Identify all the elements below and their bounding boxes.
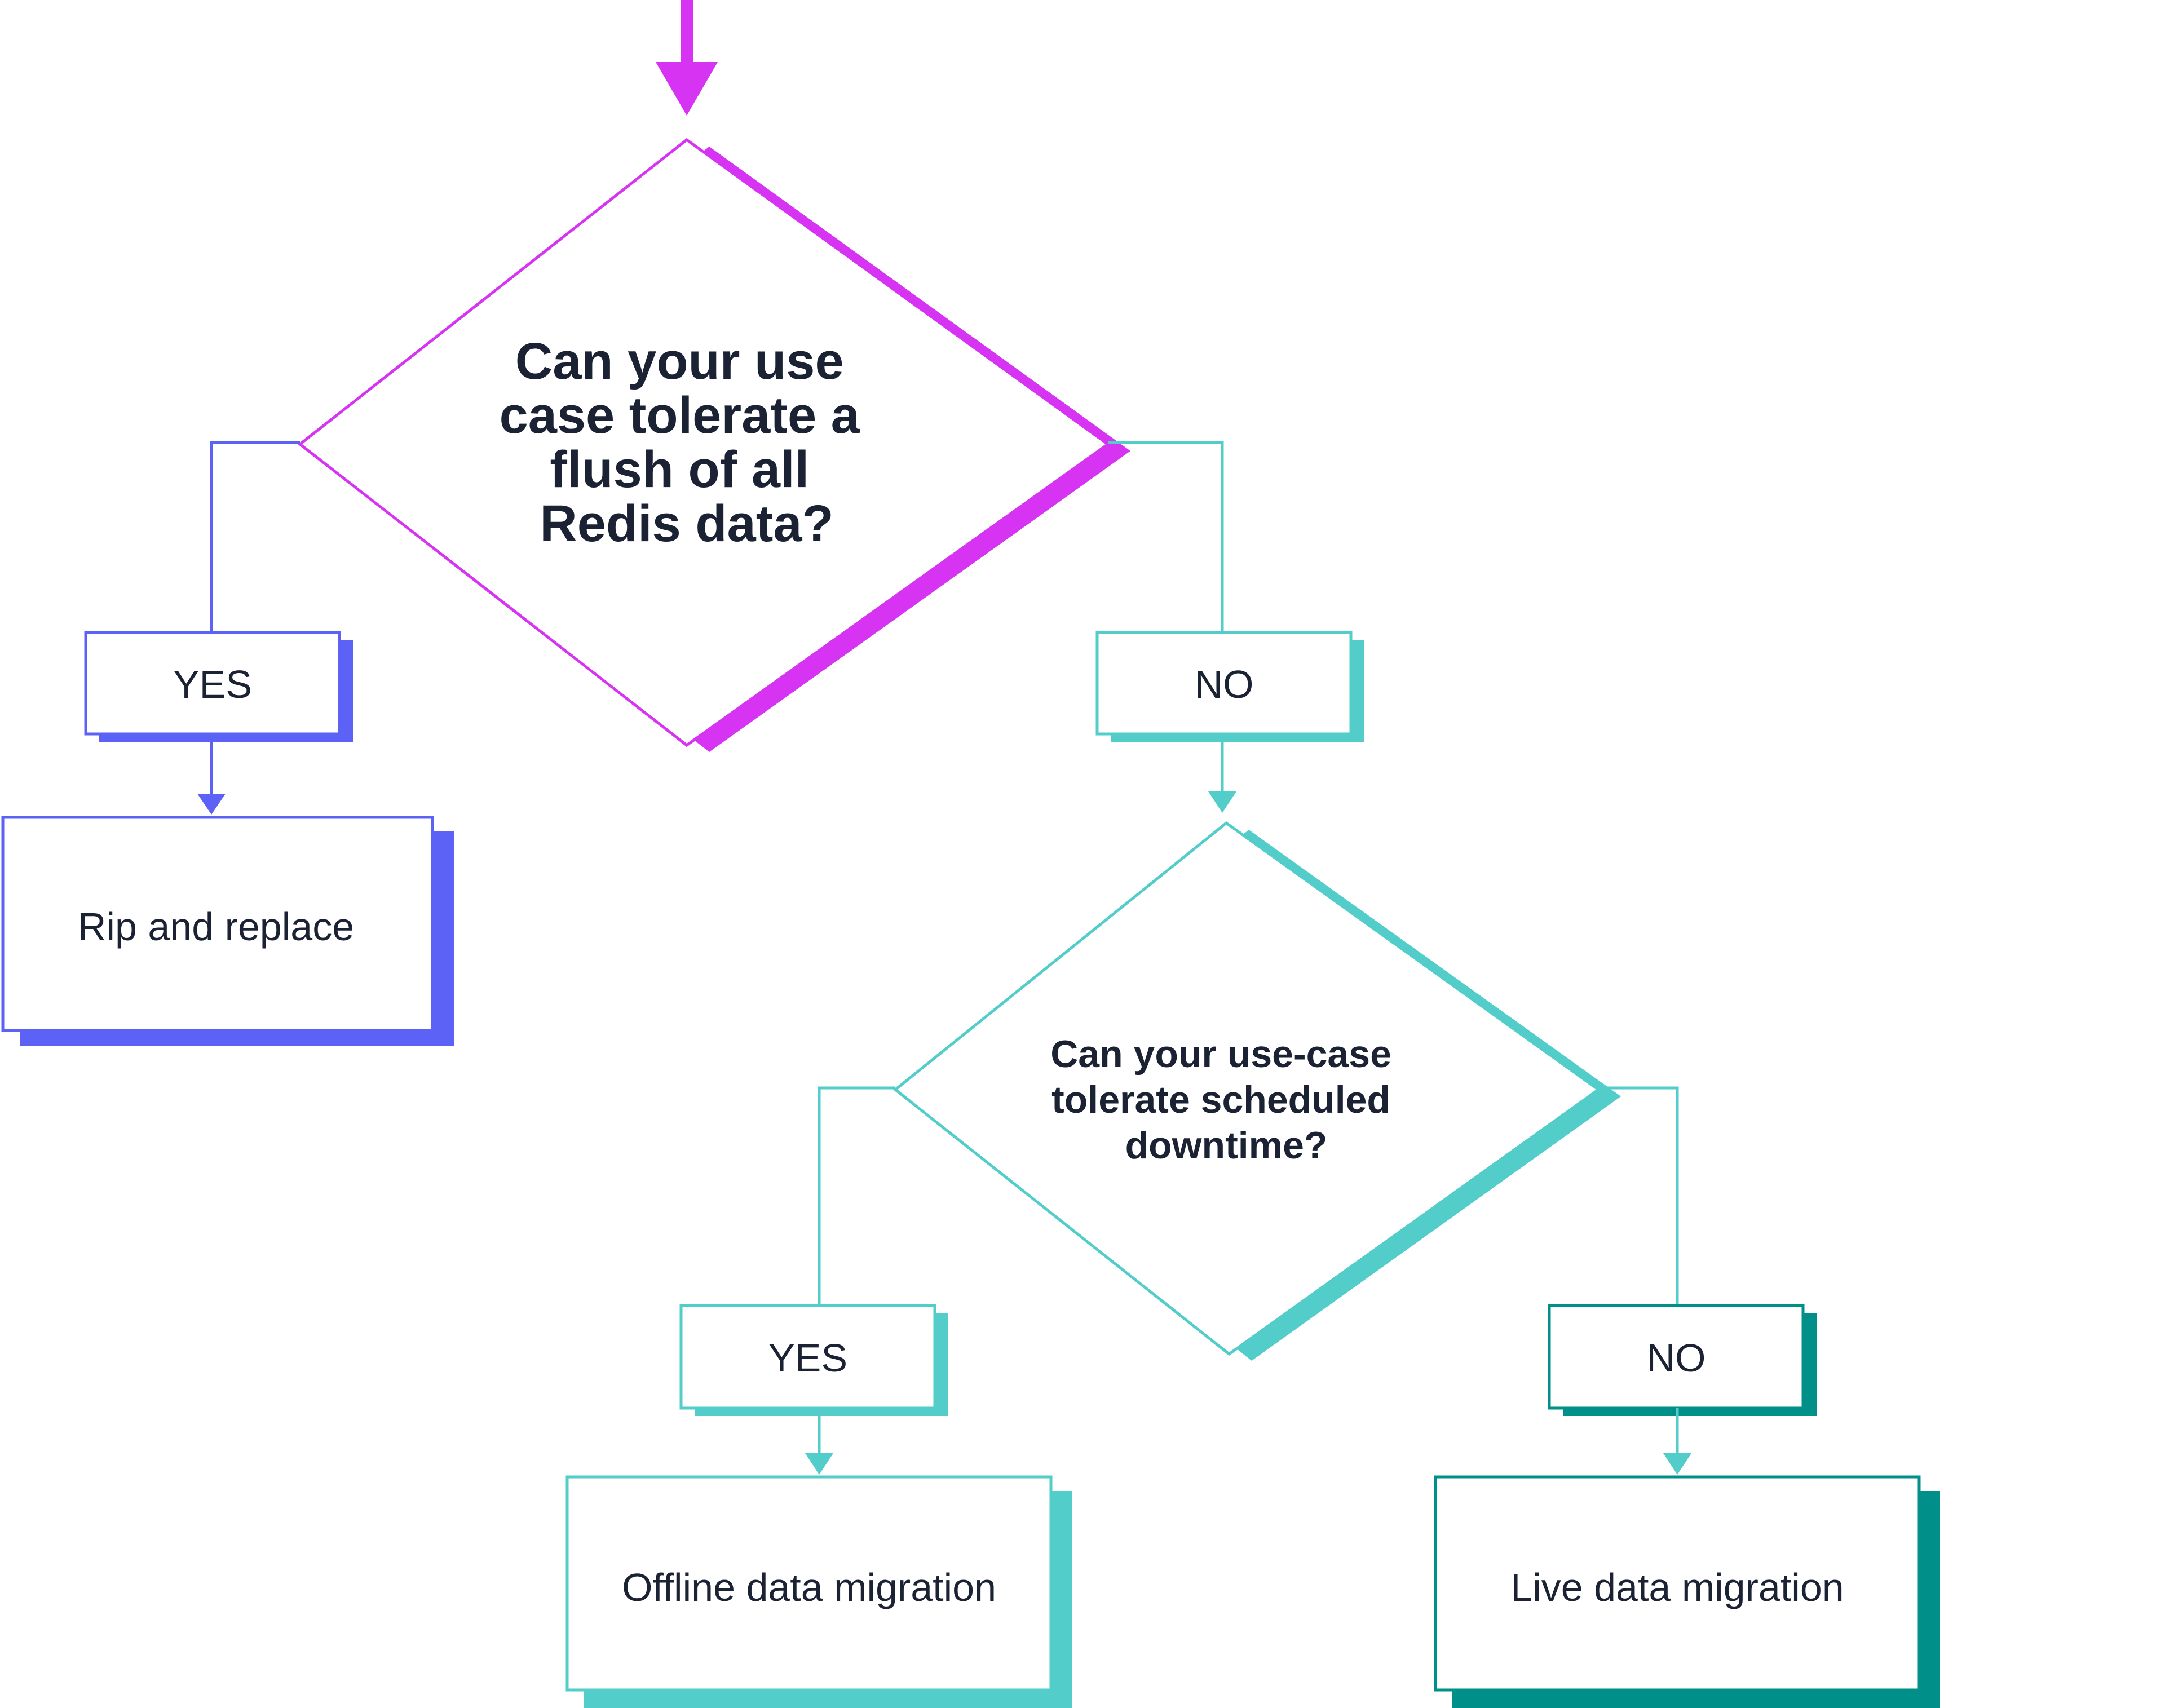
decision-2-diamond	[892, 821, 1621, 1361]
arrow-to-offline-migration	[805, 1408, 833, 1475]
decision-1-question-line-2: case tolerate a	[500, 387, 860, 444]
decision-1-yes-text: YES	[173, 662, 252, 706]
decision-1-no-text: NO	[1195, 662, 1254, 706]
decision-1-question: Can your use case tolerate a flush of al…	[500, 333, 874, 552]
decision-2-yes-text: YES	[768, 1336, 847, 1380]
decision-2-yes-connector	[818, 1086, 895, 1306]
decision-1-question-line-3: flush of all	[550, 441, 809, 498]
rip-and-replace-box: Rip and replace	[1, 816, 454, 1046]
decision-2-question-line-1: Can your use-case	[1050, 1033, 1391, 1076]
arrow-to-rip-and-replace	[197, 734, 226, 815]
decision-1-yes-label: YES	[84, 631, 353, 742]
decision-2-yes-label: YES	[679, 1304, 948, 1416]
incoming-arrow	[656, 0, 718, 116]
decision-2-question-line-3: downtime?	[1125, 1124, 1328, 1167]
live-migration-box: Live data migration	[1434, 1475, 1940, 1708]
decision-1-diamond	[297, 138, 1130, 752]
decision-1-question-line-4: Redis data?	[540, 495, 833, 552]
decision-1-no-connector	[1108, 441, 1224, 632]
decision-2-no-text: NO	[1647, 1336, 1706, 1380]
arrow-to-live-migration	[1663, 1408, 1691, 1475]
decision-1-yes-connector	[210, 441, 300, 632]
decision-2-question-line-2: tolerate scheduled	[1051, 1078, 1390, 1121]
decision-1-no-label: NO	[1095, 631, 1364, 742]
arrow-to-decision-2	[1208, 734, 1236, 813]
decision-2-no-connector	[1598, 1086, 1679, 1306]
offline-migration-text: Offline data migration	[622, 1565, 996, 1609]
decision-2-no-label: NO	[1548, 1304, 1817, 1416]
live-migration-text: Live data migration	[1510, 1565, 1844, 1609]
rip-and-replace-text: Rip and replace	[78, 905, 354, 949]
decision-2-question: Can your use-case tolerate scheduled dow…	[1050, 1033, 1402, 1167]
decision-1-question-line-1: Can your use	[515, 333, 844, 390]
offline-migration-box: Offline data migration	[565, 1475, 1072, 1708]
